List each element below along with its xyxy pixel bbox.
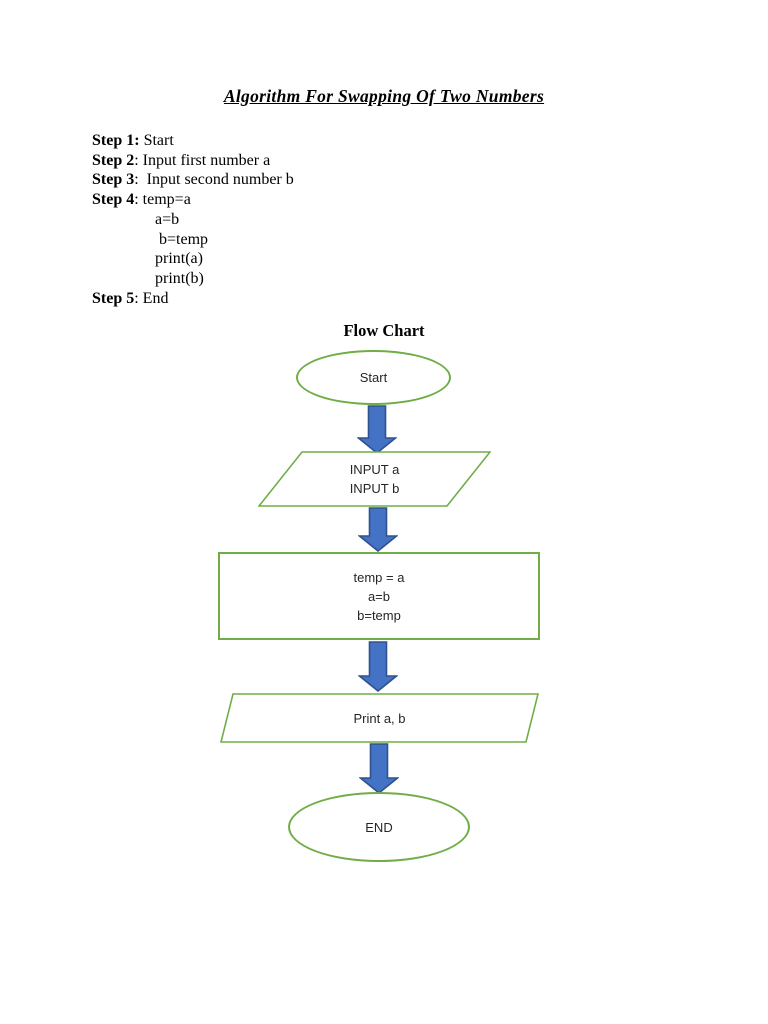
algorithm-steps: Step 1: Start Step 2: Input first number… [92,131,294,308]
algorithm-step: print(b) [92,269,294,289]
step-text: : Input first number a [134,151,271,169]
flowchart-node-output: Print a, b [220,693,539,743]
step-text: a=b [155,210,180,228]
node-line: b=temp [357,607,401,623]
step-label: Step 1: [92,132,140,149]
node-line: a=b [367,588,391,604]
step-label: Step 4 [92,191,135,209]
flowchart-node-process: temp = a a=b b=temp [218,552,540,640]
algorithm-step: a=b [92,210,294,230]
node-label: Start [359,370,388,385]
step-text: print(b) [155,269,204,287]
node-line: temp = a [353,569,405,585]
step-text: print(a) [155,250,203,268]
flowchart-node-start: Start [296,350,451,405]
node-label: Print a, b [220,693,539,743]
algorithm-step: Step 2: Input first number a [92,151,294,171]
node-line: INPUT a [349,462,400,477]
step-text: : Input second number b [134,171,294,189]
step-text: Start [139,132,174,149]
flowchart-heading: Flow Chart [343,321,425,340]
down-arrow-icon [359,743,399,794]
node-label: INPUT a INPUT b [258,451,491,507]
step-text: : End [134,289,169,307]
down-arrow-icon [357,405,397,454]
node-line: INPUT b [349,481,400,496]
down-arrow-icon [358,641,398,692]
step-label: Step 5 [92,289,135,307]
node-line: Print a, b [353,710,406,726]
flowchart-node-end: END [288,792,470,862]
algorithm-step: Step 5: End [92,289,294,309]
algorithm-step: b=temp [92,230,294,250]
down-arrow-icon [358,507,398,552]
parallelogram-shape [258,451,491,507]
algorithm-step: Step 3: Input second number b [92,170,294,190]
parallelogram-shape [220,693,539,743]
step-text: b=temp [155,230,209,248]
step-text: : temp=a [134,191,191,209]
algorithm-step: print(a) [92,249,294,269]
step-label: Step 3 [92,171,135,189]
algorithm-step: Step 4: temp=a [92,190,294,210]
algorithm-step: Step 1: Start [92,131,294,151]
node-label: temp = a a=b b=temp [354,568,405,625]
flowchart-node-input: INPUT a INPUT b [258,451,491,507]
node-label: END [365,819,393,835]
document-title: Algorithm For Swapping Of Two Numbers [223,86,545,106]
step-label: Step 2 [92,151,135,169]
